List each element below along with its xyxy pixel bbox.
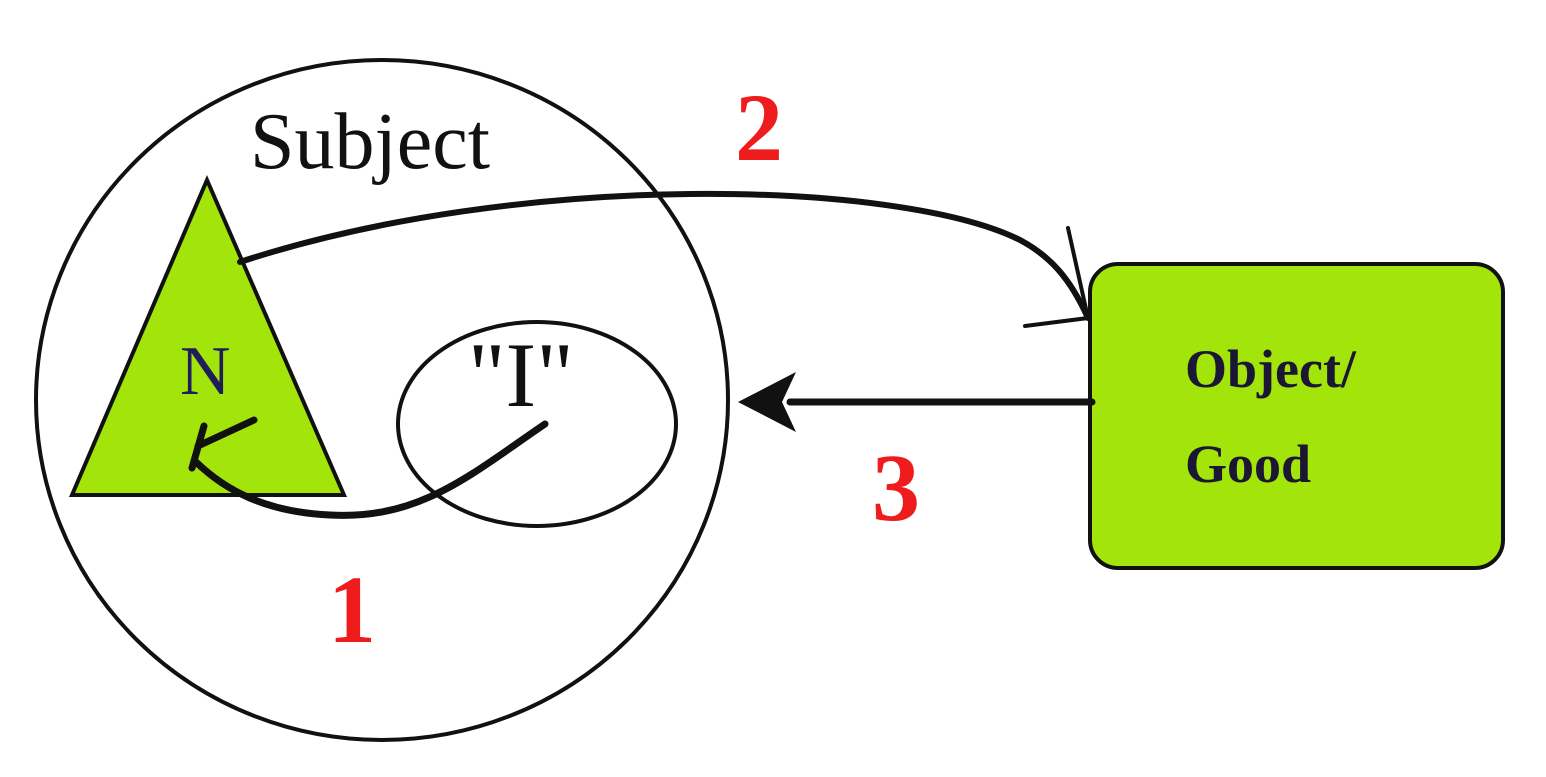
norm-label: N (180, 333, 231, 410)
step-3-label: 3 (872, 434, 920, 541)
arrow-1-head (188, 416, 258, 472)
arrow-3-head (738, 372, 796, 432)
self-circle (396, 320, 678, 528)
arrow-2-curve (237, 190, 1091, 321)
subject-label: Subject (250, 98, 490, 186)
self-label: "I" (468, 324, 574, 426)
object-label-line2: Good (1185, 434, 1311, 494)
object-label-line1: Object/ (1185, 339, 1357, 399)
step-2-label: 2 (735, 74, 783, 181)
object-box (1088, 262, 1505, 570)
subject-circle (34, 58, 730, 742)
norm-triangle (68, 174, 348, 497)
arrow-1-curve (192, 420, 549, 519)
step-1-label: 1 (328, 556, 376, 663)
arrow-2-head (1023, 226, 1091, 328)
